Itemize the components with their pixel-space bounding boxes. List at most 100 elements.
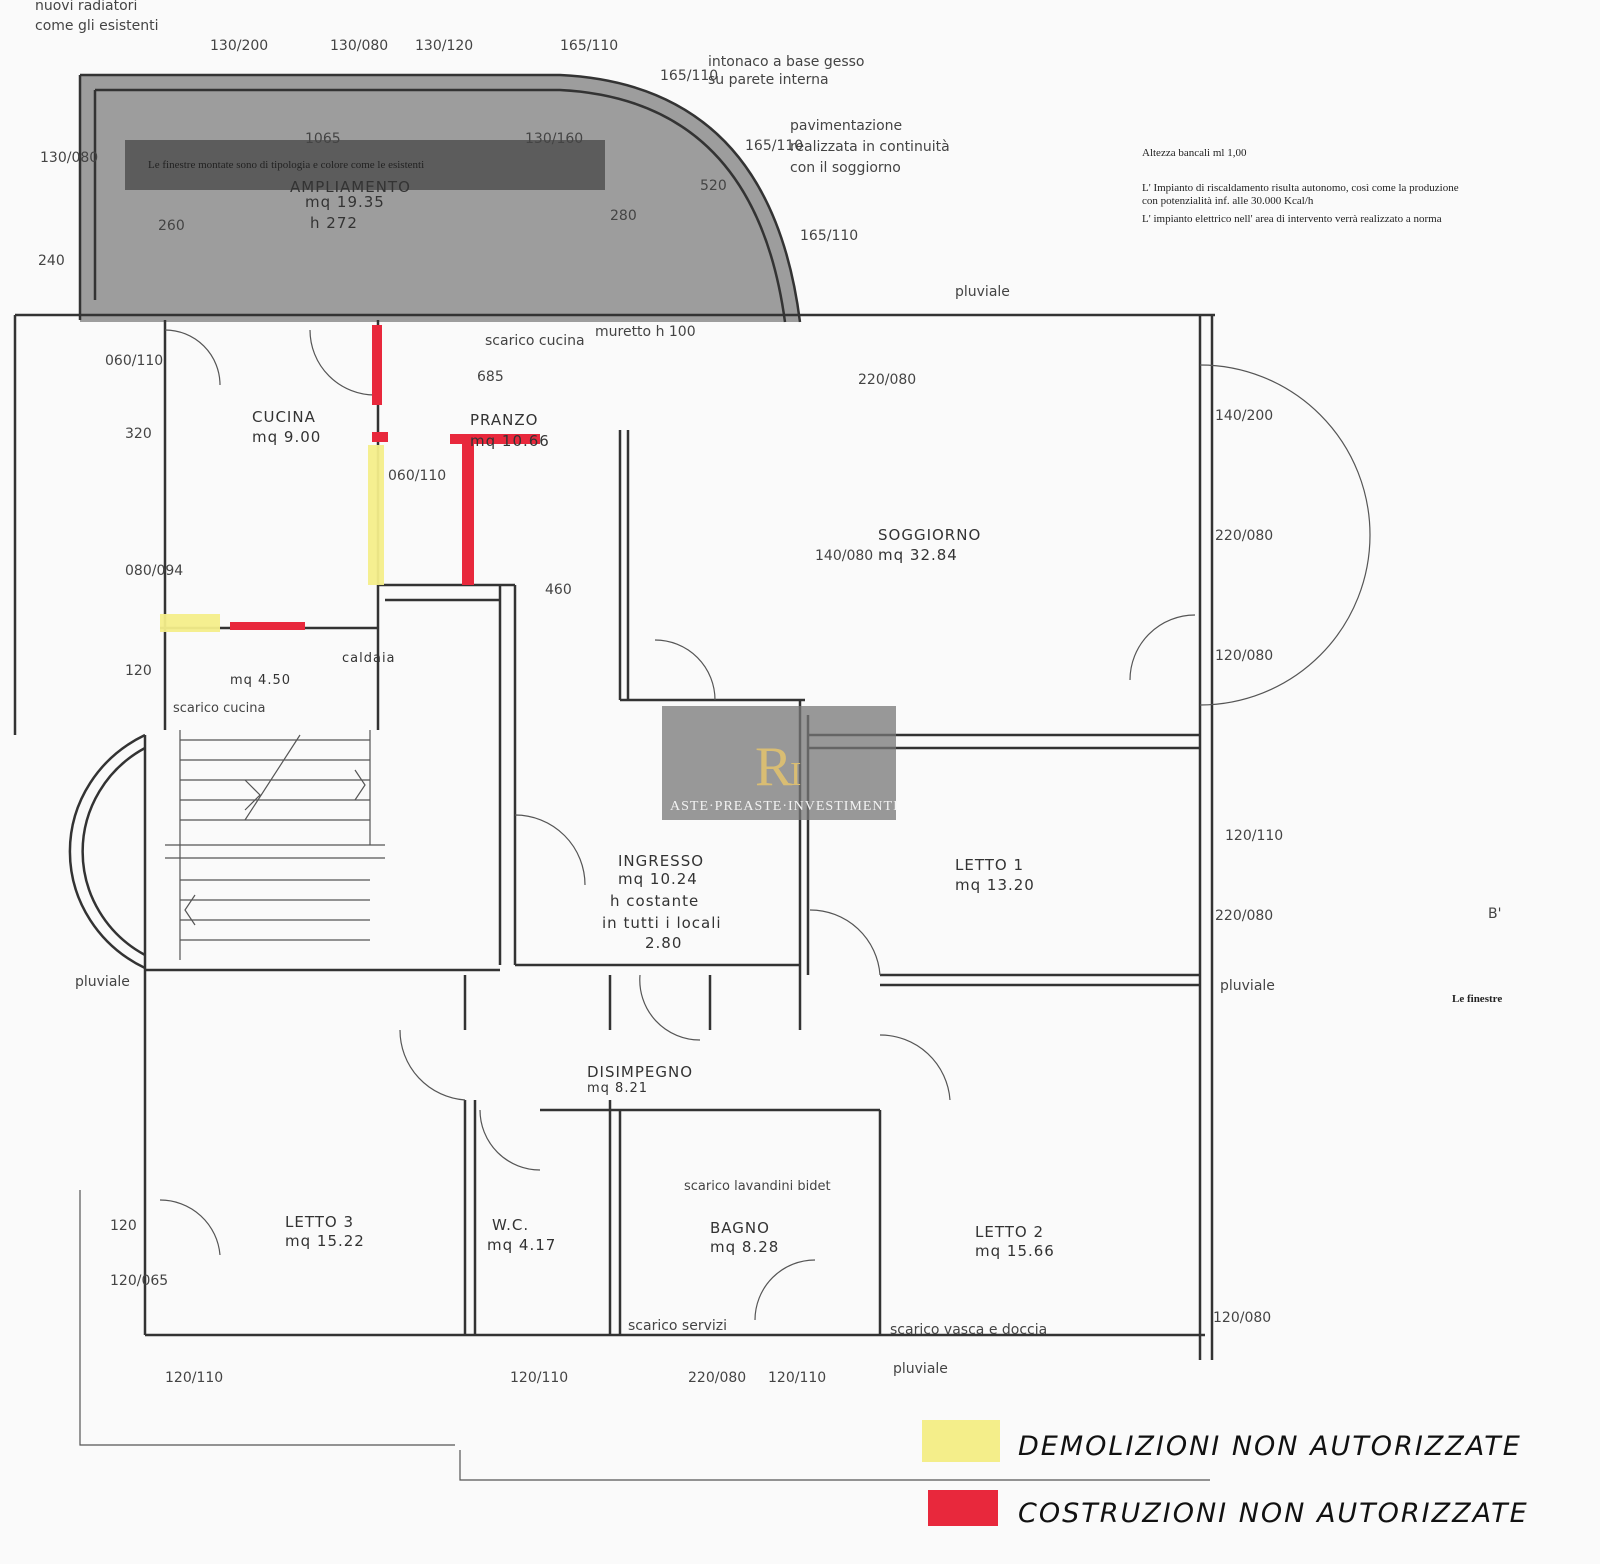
dimension: 120/065: [110, 1273, 168, 1289]
side-note: L' impianto elettrico nell' area di inte…: [1142, 213, 1442, 225]
room-area: mq 19.35: [305, 193, 385, 211]
dimension: 220/080: [858, 372, 916, 388]
dimension: 260: [158, 218, 185, 234]
room-caldaia: caldaia: [342, 651, 396, 666]
room-soggiorno: SOGGIORNO: [878, 526, 981, 544]
dimension: 165/110: [800, 228, 858, 244]
staircase: [165, 730, 385, 960]
dimension: 280: [610, 208, 637, 224]
dimension: 120/110: [768, 1370, 826, 1386]
dimension: 120: [125, 663, 152, 679]
side-note: L' Impianto di riscaldamento risulta aut…: [1142, 182, 1459, 194]
dimension: 1065: [305, 131, 341, 147]
legend: DEMOLIZIONI NON AUTORIZZATE COSTRUZIONI …: [922, 1420, 1529, 1529]
dimension: 130/080: [330, 38, 388, 54]
dimension: 060/110: [105, 353, 163, 369]
annotation: scarico servizi: [628, 1318, 727, 1334]
extension-wall: [78, 73, 802, 323]
room-letto3: LETTO 3: [285, 1213, 354, 1231]
dimension: 460: [545, 582, 572, 598]
room-area: mq 10.66: [470, 432, 550, 450]
annotation: scarico cucina: [485, 333, 585, 349]
dimension: 240: [38, 253, 65, 269]
dimension: 320: [125, 426, 152, 442]
room-cucina: CUCINA: [252, 408, 316, 426]
exterior-walls: [13, 313, 1215, 1360]
note-height: h costante: [610, 892, 699, 910]
note-height-3: 2.80: [645, 934, 682, 952]
note-plaster-2: su parete interna: [708, 72, 829, 88]
unauthorized-constructions: [230, 325, 540, 630]
terrace-outline: [79, 1190, 1210, 1481]
dimension: 685: [477, 369, 504, 385]
note-floor: pavimentazione: [790, 118, 902, 134]
dimension: 130/120: [415, 38, 473, 54]
dimension: 130/160: [525, 131, 583, 147]
side-note: Altezza bancali ml 1,00: [1142, 147, 1247, 159]
unauthorized-demolitions: [160, 445, 384, 632]
room-area: mq 15.66: [975, 1242, 1055, 1260]
balcony-right: [1199, 364, 1371, 706]
door-swings: [159, 329, 1196, 1321]
room-disimpegno: DISIMPEGNO: [587, 1063, 693, 1081]
dimension: 120: [110, 1218, 137, 1234]
room-wc: W.C.: [492, 1216, 529, 1234]
side-note: con potenzialità inf. alle 30.000 Kcal/h: [1142, 195, 1314, 207]
room-letto2: LETTO 2: [975, 1223, 1044, 1241]
annotation: pluviale: [75, 974, 130, 990]
room-bagno: BAGNO: [710, 1219, 770, 1237]
room-area: mq 15.22: [285, 1232, 365, 1250]
watermark-logo: R: [755, 736, 793, 798]
dimension: 165/110: [560, 38, 618, 54]
legend-label-construction: COSTRUZIONI NON AUTORIZZATE: [1018, 1498, 1529, 1529]
room-ampliamento: AMPLIAMENTO: [290, 178, 411, 196]
note-floor-2: realizzata in continuità: [790, 139, 950, 155]
note-banner: [125, 140, 605, 190]
legend-swatch-demolition: [922, 1420, 1000, 1462]
dimension: 165/110: [745, 138, 803, 154]
note-radiators-2: come gli esistenti: [35, 18, 159, 34]
note-radiators: nuovi radiatori: [35, 0, 137, 14]
note-height-2: in tutti i locali: [602, 914, 722, 932]
dimension: 220/080: [1215, 908, 1273, 924]
watermark-logo-i: I: [790, 756, 801, 793]
annotation: pluviale: [1220, 978, 1275, 994]
annotation: pluviale: [955, 284, 1010, 300]
dimension: 120/110: [1225, 828, 1283, 844]
annotation: scarico lavandini bidet: [684, 1179, 831, 1194]
dimension: 220/080: [688, 1370, 746, 1386]
dimension: 120/080: [1215, 648, 1273, 664]
dimension: 060/110: [388, 468, 446, 484]
side-note: Le finestre: [1452, 993, 1502, 1005]
annotation: pluviale: [893, 1361, 948, 1377]
dimension: 120/110: [165, 1370, 223, 1386]
room-height: h 272: [310, 214, 358, 232]
watermark: R I ASTE·PREASTE·INVESTIMENTI: [662, 706, 899, 820]
room-area: mq 13.20: [955, 876, 1035, 894]
dimension: 140/080: [815, 548, 873, 564]
dimension: 165/110: [660, 68, 718, 84]
balcony-left: [68, 733, 146, 970]
room-pranzo: PRANZO: [470, 411, 538, 429]
legend-swatch-construction: [928, 1490, 998, 1526]
annotation: scarico cucina: [173, 701, 265, 716]
dimension: 140/200: [1215, 408, 1273, 424]
extension-area: [80, 75, 800, 322]
watermark-text: ASTE·PREASTE·INVESTIMENTI: [670, 799, 899, 814]
room-labels: AMPLIAMENTO mq 19.35 h 272 CUCINA mq 9.0…: [230, 178, 1055, 1260]
dimension: 220/080: [1215, 528, 1273, 544]
dimension: 080/094: [125, 563, 183, 579]
room-ingresso: INGRESSO: [618, 852, 704, 870]
banner-text: Le finestre montate sono di tipologia e …: [148, 159, 424, 171]
room-area: mq 10.24: [618, 870, 698, 888]
annotation: scarico vasca e doccia: [890, 1322, 1047, 1338]
room-area: mq 8.21: [587, 1081, 648, 1096]
room-area: mq 8.28: [710, 1238, 779, 1256]
note-plaster: intonaco a base gesso: [708, 54, 865, 70]
note-floor-3: con il soggiorno: [790, 160, 901, 176]
room-area: mq 32.84: [878, 546, 958, 564]
room-area: mq 9.00: [252, 428, 321, 446]
room-area: mq 4.17: [487, 1236, 556, 1254]
